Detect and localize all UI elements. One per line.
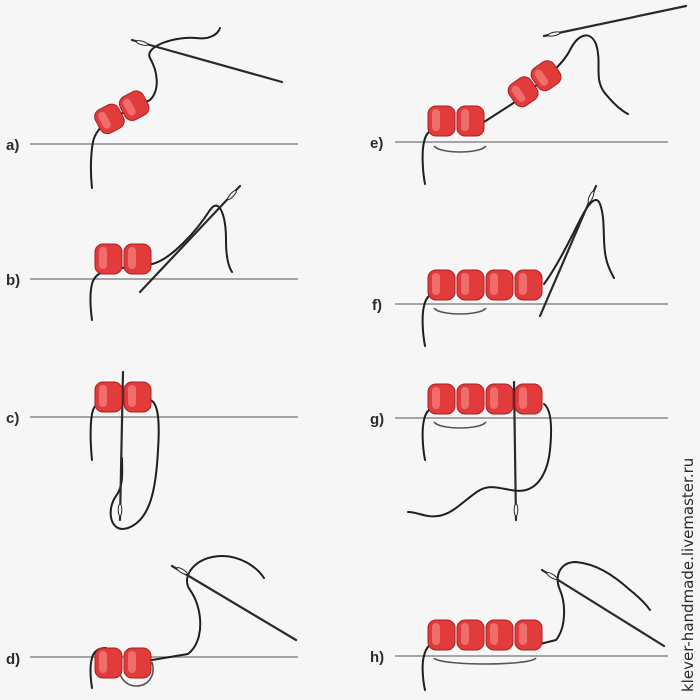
bead [530,60,562,92]
bead [514,269,543,301]
bead [485,269,514,301]
thread-f-under-loop [433,307,487,315]
bead [427,383,456,415]
thread-h-under-loop [433,657,537,665]
bead-group-f [427,269,543,301]
needle-eye-d [176,567,188,575]
thread-g-exit [407,403,553,518]
needle-g [512,380,518,522]
needle-eye-h [546,571,558,581]
bead [94,647,123,679]
bead [94,243,123,275]
bead [456,105,485,137]
step-a [89,27,284,189]
step-h [421,561,666,691]
bead-group-c [94,381,152,413]
step-label-g: g) [370,411,384,428]
needle-b [138,184,242,294]
needle-e [542,4,688,38]
bead [514,383,543,415]
step-f [421,184,615,347]
thread-e-under-loop [433,145,487,153]
bead [118,90,150,121]
needle-f [538,184,598,318]
bead-group-a [94,90,150,135]
bead [94,381,123,413]
needle-a [130,38,284,84]
step-label-b: b) [6,272,20,289]
thread-b [89,204,233,321]
bead [485,619,514,651]
bead [456,383,485,415]
bead-group-e-base [427,105,485,137]
step-label-f: f) [372,297,382,314]
bead [507,76,539,108]
bead [427,619,456,651]
bead-group-e-new [507,60,562,108]
bead [427,105,456,137]
thread-g-under-loop [433,421,487,429]
step-label-c: c) [6,410,19,427]
bead [123,647,152,679]
step-label-a: a) [6,137,19,154]
bead [427,269,456,301]
bead-group-b [94,243,152,275]
needle-eye-e [547,31,561,37]
needle-eye-a [135,40,149,46]
needle-eye-b [227,189,237,201]
step-b [89,184,242,321]
needle-eye-f [587,190,595,204]
thread-f-exit [543,199,615,285]
step-label-e: e) [370,135,383,152]
needle-d [170,564,298,642]
step-g [407,380,553,522]
thread-a [89,27,221,189]
step-d [89,555,298,689]
watermark-text: klever-handmade.livemaster.ru [679,458,697,692]
bead [456,269,485,301]
step-e [421,4,688,185]
bead [514,619,543,651]
step-label-h: h) [370,649,384,666]
needle-eye-g [513,503,519,517]
bead [485,383,514,415]
step-c [89,370,160,530]
bead-group-d [94,647,152,679]
bead-group-g [427,383,543,415]
bead [456,619,485,651]
step-label-d: d) [6,651,20,668]
thread-d-exit [151,555,265,661]
thread-h-exit [539,561,651,645]
needle-h [540,568,666,648]
bead [123,243,152,275]
needle-eye-c [117,503,123,517]
bead [94,103,125,135]
bead-group-h [427,619,543,651]
bead [123,381,152,413]
